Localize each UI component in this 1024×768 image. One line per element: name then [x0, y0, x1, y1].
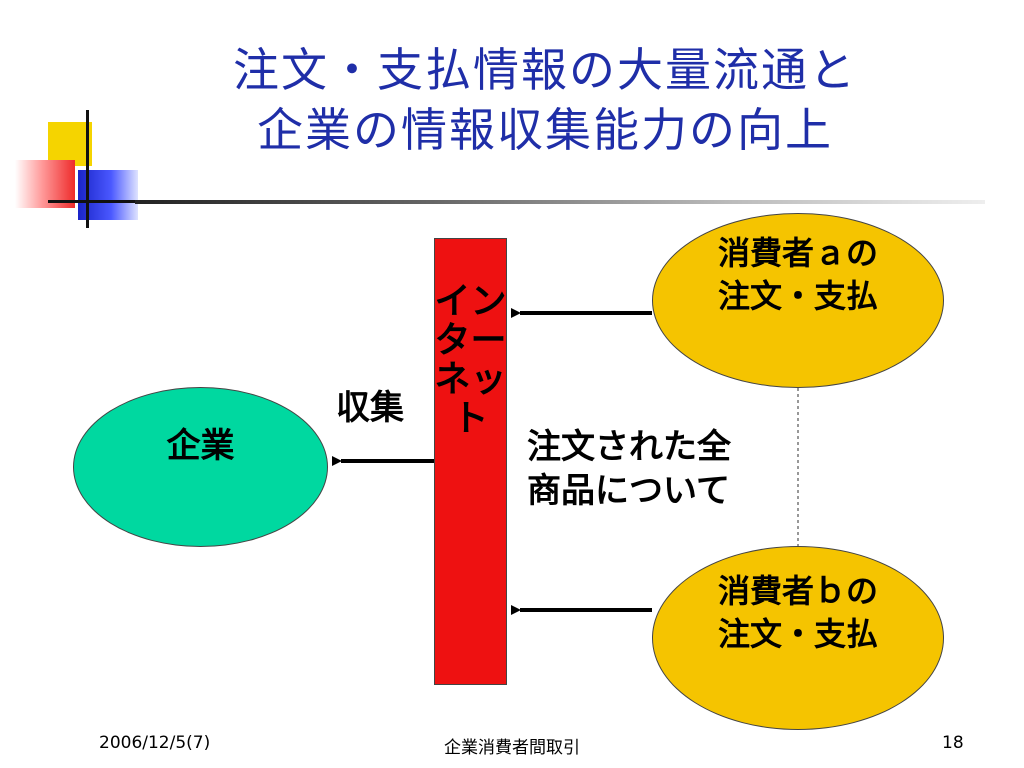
- orders-note: 注文された全 商品について: [527, 425, 731, 513]
- consumer-a-label: 消費者ａの 注文・支払: [652, 232, 944, 318]
- company-ellipse: [73, 387, 328, 547]
- consumer-a-label-line1: 消費者ａの: [717, 234, 878, 272]
- orders-note-line1: 注文された全: [527, 427, 731, 467]
- slide-title-line2: 企業の情報収集能力の向上: [257, 103, 833, 157]
- footer-title: 企業消費者間取引: [444, 738, 580, 758]
- consumer-b-label: 消費者ｂの 注文・支払: [652, 570, 944, 656]
- consumer-b-ellipse: [652, 546, 944, 730]
- collect-label: 収集: [336, 388, 404, 428]
- footer-date: 2006/12/5(7): [99, 733, 211, 753]
- company-label: 企業: [166, 426, 235, 466]
- slide-title: 注文・支払情報の大量流通と 企業の情報収集能力の向上: [120, 40, 970, 160]
- consumer-a-ellipse: [652, 213, 944, 388]
- internet-label: インターネット: [434, 281, 507, 439]
- logo-horizontal-line: [48, 200, 138, 203]
- title-underline-rule: [135, 200, 985, 204]
- logo-vertical-line: [86, 110, 89, 228]
- footer-page-number: 18: [942, 733, 964, 753]
- consumer-a-label-line2: 注文・支払: [717, 277, 878, 315]
- internet-bar: [434, 238, 507, 685]
- logo-yellow-square: [48, 122, 92, 166]
- consumer-b-label-line2: 注文・支払: [717, 615, 878, 653]
- consumer-b-label-line1: 消費者ｂの: [717, 572, 878, 610]
- orders-note-line2: 商品について: [527, 471, 730, 511]
- slide-title-line1: 注文・支払情報の大量流通と: [233, 43, 857, 97]
